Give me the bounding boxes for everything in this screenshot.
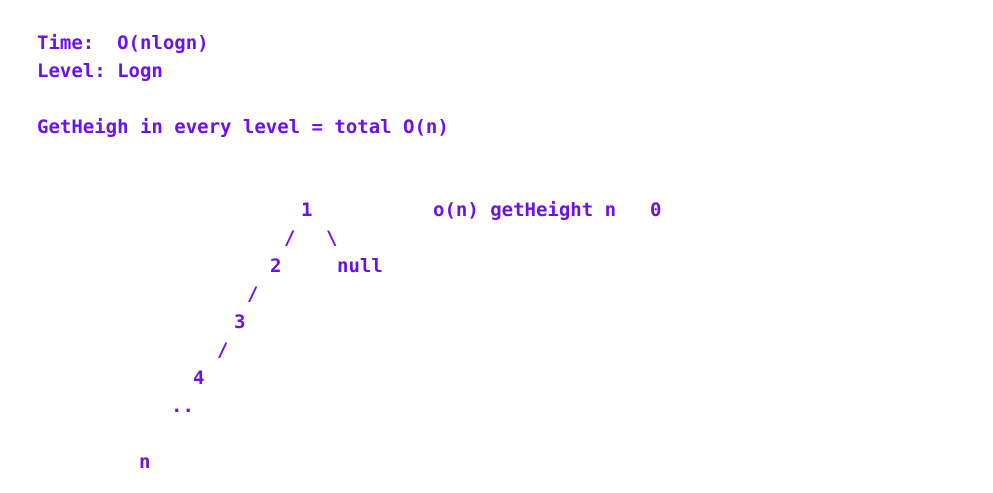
- tree-node-4: 4: [193, 367, 205, 389]
- tree-node-3: 3: [234, 311, 246, 333]
- tree-node-n: n: [139, 451, 151, 473]
- height-value: 0: [650, 199, 662, 221]
- tree-node-2: 2: [270, 255, 282, 277]
- level-line: Level: Logn: [37, 60, 163, 82]
- tree-null-child: null: [337, 255, 383, 277]
- height-note: o(n) getHeight n: [433, 199, 617, 221]
- getheigh-total-line: GetHeigh in every level = total O(n): [37, 116, 449, 138]
- tree-edge-3-left: /: [217, 339, 229, 361]
- tree-ellipsis: ..: [171, 395, 194, 417]
- tree-node-1: 1: [301, 199, 313, 221]
- tree-edge-2-left: /: [247, 283, 259, 305]
- tree-edge-1-right: \: [326, 227, 338, 249]
- tree-edge-1-left: /: [284, 227, 296, 249]
- time-complexity-line: Time: O(nlogn): [37, 32, 209, 54]
